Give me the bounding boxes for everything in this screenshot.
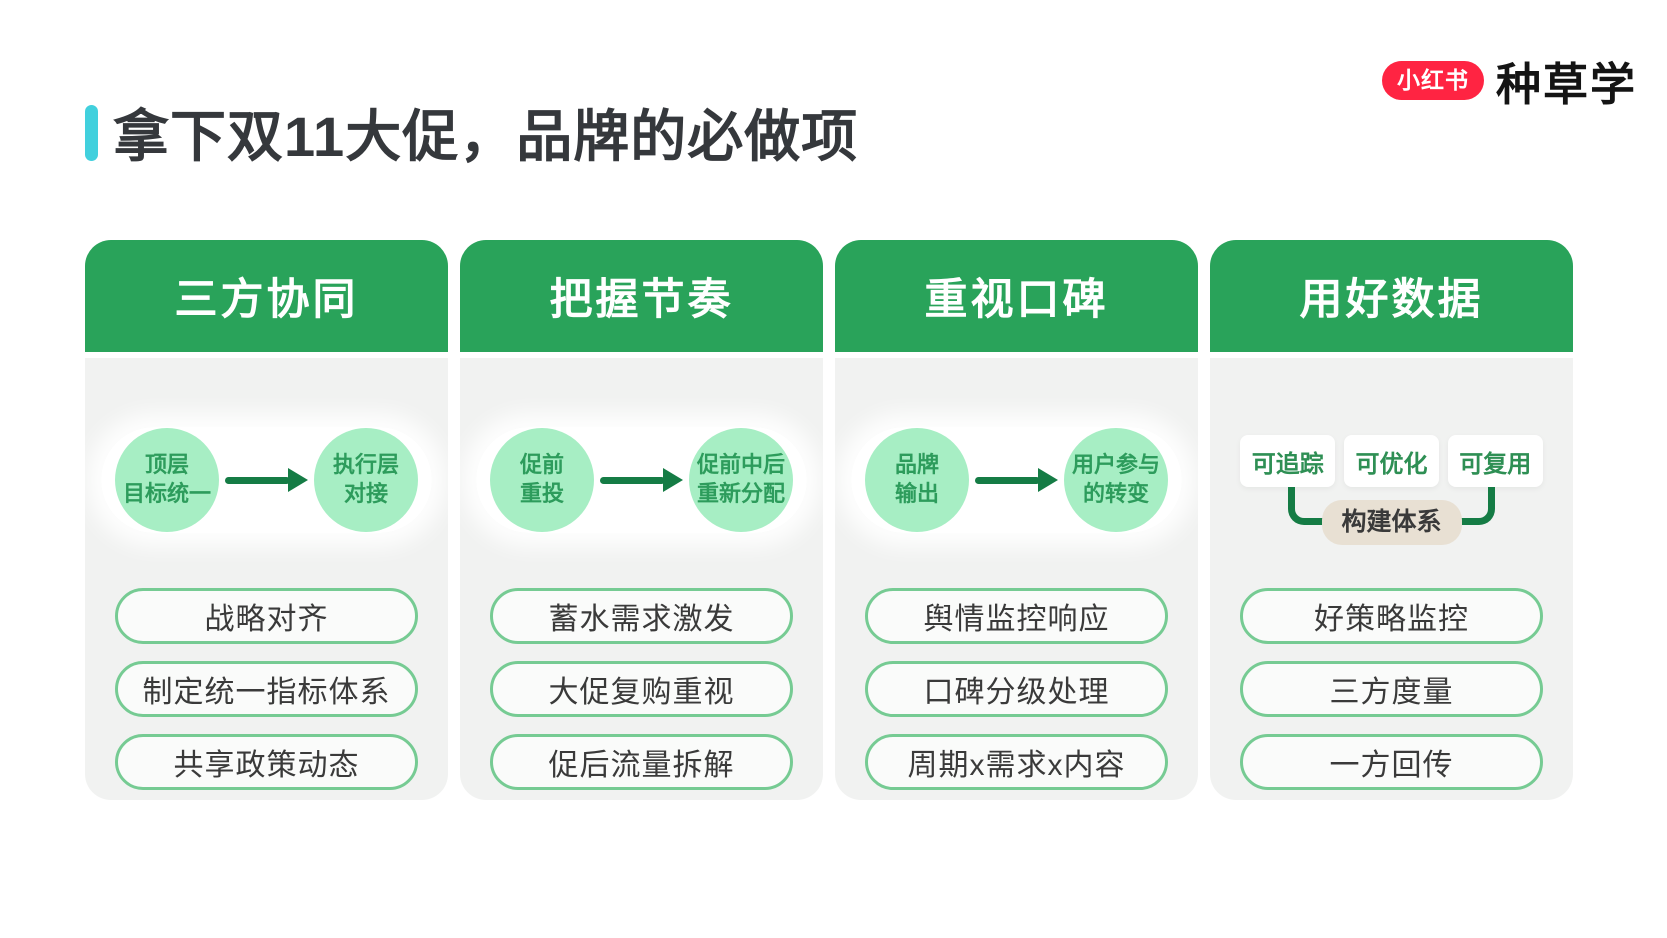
pill-item: 促后流量拆解 (490, 734, 793, 790)
flow-source-circle: 促前 重投 (490, 428, 594, 532)
flow-source-circle: 顶层 目标统一 (115, 428, 219, 532)
diagram-zone: 顶层 目标统一 执行层 对接 (101, 358, 432, 588)
columns-container: 三方协同 顶层 目标统一 执行层 对接 (85, 240, 1573, 800)
pill-item: 周期x需求x内容 (865, 734, 1168, 790)
column-use-data: 用好数据 可追踪 可优化 可复用 构建体系 好策略监 (1210, 240, 1573, 800)
flow-diagram: 品牌 输出 用户参与 的转变 (851, 427, 1182, 533)
diagram-zone: 品牌 输出 用户参与 的转变 (851, 358, 1182, 588)
flow-target-circle: 执行层 对接 (314, 428, 418, 532)
pill-item: 大促复购重视 (490, 661, 793, 717)
pill-item: 战略对齐 (115, 588, 418, 644)
pill-item: 一方回传 (1240, 734, 1543, 790)
column-header: 重视口碑 (835, 240, 1198, 352)
pill-item: 蓄水需求激发 (490, 588, 793, 644)
column-three-party-synergy: 三方协同 顶层 目标统一 执行层 对接 (85, 240, 448, 800)
pill-item: 口碑分级处理 (865, 661, 1168, 717)
tag-item: 可优化 (1343, 435, 1440, 487)
pill-list: 好策略监控 三方度量 一方回传 (1240, 588, 1543, 790)
title-text: 拿下双11大促，品牌的必做项 (113, 105, 859, 168)
brand-logo: 小红书 种草学 (1381, 48, 1637, 113)
tags-row: 可追踪 可优化 可复用 (1240, 435, 1543, 487)
column-body: 促前 重投 促前中后 重新分配 蓄水需求激发 大促复购重视 (460, 358, 823, 800)
pill-item: 三方度量 (1240, 661, 1543, 717)
column-header: 三方协同 (85, 240, 448, 352)
pill-item: 制定统一指标体系 (115, 661, 418, 717)
flow-diagram: 顶层 目标统一 执行层 对接 (101, 427, 432, 533)
column-body: 可追踪 可优化 可复用 构建体系 好策略监控 三方度量 一方回传 (1210, 358, 1573, 800)
page-title: 拿下双11大促，品牌的必做项 (85, 92, 858, 173)
column-header: 用好数据 (1210, 240, 1573, 352)
tag-item: 可复用 (1447, 435, 1543, 487)
pill-list: 蓄水需求激发 大促复购重视 促后流量拆解 (490, 588, 793, 790)
column-body: 品牌 输出 用户参与 的转变 舆情监控响应 口碑分级处理 (835, 358, 1198, 800)
flow-arrow-icon (225, 468, 308, 492)
flow-source-circle: 品牌 输出 (865, 428, 969, 532)
flow-diagram: 促前 重投 促前中后 重新分配 (476, 427, 807, 533)
pill-item: 舆情监控响应 (865, 588, 1168, 644)
column-body: 顶层 目标统一 执行层 对接 战略对齐 制定统一指标体系 (85, 358, 448, 800)
tags-diagram: 可追踪 可优化 可复用 构建体系 (1240, 435, 1543, 545)
flow-arrow-icon (975, 468, 1058, 492)
pill-item: 共享政策动态 (115, 734, 418, 790)
flow-arrow-icon (600, 468, 683, 492)
column-header: 把握节奏 (460, 240, 823, 352)
diagram-zone: 可追踪 可优化 可复用 构建体系 (1240, 358, 1543, 588)
brand-name: 种草学 (1495, 59, 1637, 110)
tag-item: 可追踪 (1240, 435, 1336, 487)
flow-target-circle: 促前中后 重新分配 (689, 428, 793, 532)
column-word-of-mouth: 重视口碑 品牌 输出 用户参与 的转变 (835, 240, 1198, 800)
column-pacing: 把握节奏 促前 重投 促前中后 重新分配 (460, 240, 823, 800)
bracket-connector: 构建体系 (1288, 487, 1495, 545)
flow-target-circle: 用户参与 的转变 (1064, 428, 1168, 532)
pill-list: 战略对齐 制定统一指标体系 共享政策动态 (115, 588, 418, 790)
title-accent-bar (85, 104, 98, 161)
pill-item: 好策略监控 (1240, 588, 1543, 644)
diagram-zone: 促前 重投 促前中后 重新分配 (476, 358, 807, 588)
pill-list: 舆情监控响应 口碑分级处理 周期x需求x内容 (865, 588, 1168, 790)
xiaohongshu-badge: 小红书 (1381, 61, 1484, 100)
bracket-label: 构建体系 (1321, 500, 1462, 545)
